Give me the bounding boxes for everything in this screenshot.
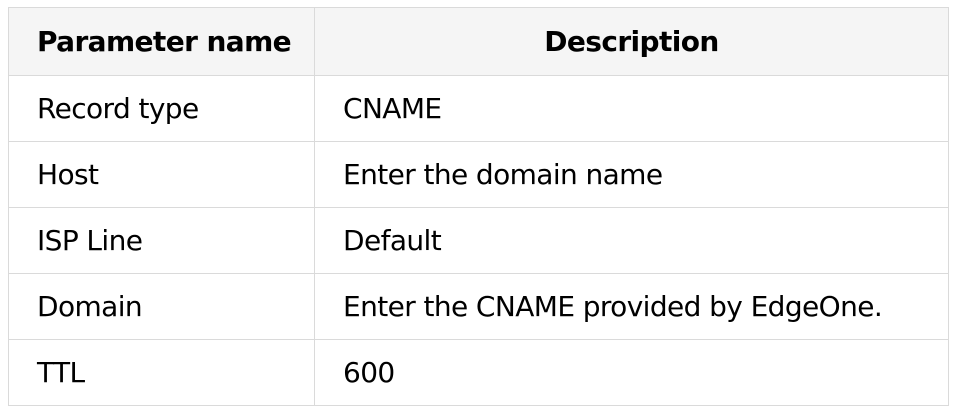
header-parameter-name: Parameter name bbox=[8, 7, 315, 76]
table-body: Record type CNAME Host Enter the domain … bbox=[8, 75, 949, 406]
table-row: ISP Line Default bbox=[8, 207, 949, 274]
table-row: Domain Enter the CNAME provided by EdgeO… bbox=[8, 273, 949, 340]
parameter-name-cell: Host bbox=[8, 141, 315, 208]
parameter-name-cell: TTL bbox=[8, 339, 315, 406]
parameter-name-cell: Domain bbox=[8, 273, 315, 340]
dns-record-parameters-table: Parameter name Description Record type C… bbox=[8, 7, 949, 406]
table-container: Parameter name Description Record type C… bbox=[8, 7, 949, 406]
parameter-name-cell: ISP Line bbox=[8, 207, 315, 274]
description-cell: Default bbox=[314, 207, 949, 274]
header-description: Description bbox=[314, 7, 949, 76]
description-cell: CNAME bbox=[314, 75, 949, 142]
header-row: Parameter name Description bbox=[8, 7, 949, 76]
description-cell: 600 bbox=[314, 339, 949, 406]
table-row: TTL 600 bbox=[8, 339, 949, 406]
table-row: Host Enter the domain name bbox=[8, 141, 949, 208]
parameter-name-cell: Record type bbox=[8, 75, 315, 142]
table-header: Parameter name Description bbox=[8, 7, 949, 76]
table-row: Record type CNAME bbox=[8, 75, 949, 142]
description-cell: Enter the CNAME provided by EdgeOne. bbox=[314, 273, 949, 340]
description-cell: Enter the domain name bbox=[314, 141, 949, 208]
